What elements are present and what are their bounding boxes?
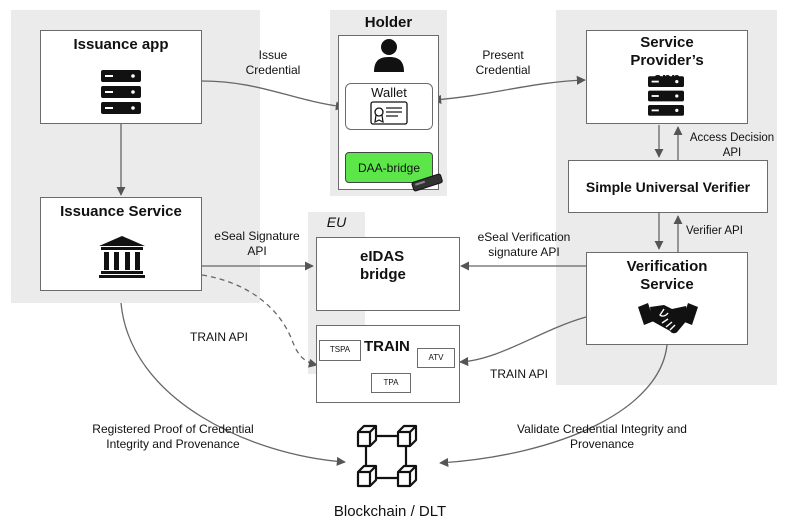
daa-bridge-label: DAA-bridge xyxy=(357,161,421,175)
verification-service-title: Verification Service xyxy=(626,258,708,293)
verification-service-box[interactable] xyxy=(586,252,748,345)
certificate-icon xyxy=(370,101,408,125)
eu-label: EU xyxy=(326,214,347,230)
atv-box[interactable] xyxy=(417,348,455,368)
tpa-box[interactable] xyxy=(371,373,411,393)
server-icon xyxy=(101,70,141,114)
atv-label: ATV xyxy=(428,353,444,362)
edge-validate-integrity xyxy=(439,344,668,467)
train-api-right-label: TRAIN API xyxy=(490,367,549,381)
edge-present-credential xyxy=(432,75,586,104)
tspa-label: TSPA xyxy=(329,345,351,354)
present-credential-label: Present Credential xyxy=(475,48,531,77)
registered-proof-label: Registered Proof of Credential Integrity… xyxy=(92,422,254,451)
eseal-verification-api-label: eSeal Verification signature API xyxy=(477,230,571,259)
usb-device-icon xyxy=(411,173,443,192)
issuance-app-title: Issuance app xyxy=(73,36,169,53)
blockchain-icon xyxy=(356,424,418,488)
edge-issue-credential xyxy=(200,80,345,111)
bank-icon xyxy=(99,236,145,278)
edge-registered-proof xyxy=(120,302,346,466)
train-api-left-label: TRAIN API xyxy=(190,330,249,344)
edge-train-api-left xyxy=(201,274,318,368)
access-decision-api-label: Access Decision API xyxy=(689,132,775,159)
handshake-icon xyxy=(638,303,698,334)
eidas-bridge-title: eIDAS bridge xyxy=(360,248,406,283)
holder-title: Holder xyxy=(364,14,413,31)
edge-train-api-right xyxy=(459,316,587,367)
eidas-bridge-box[interactable] xyxy=(316,237,460,311)
tspa-box[interactable] xyxy=(319,340,361,361)
verifier-api-label: Verifier API xyxy=(686,225,743,237)
eseal-signature-api-label: eSeal Signature API xyxy=(214,229,300,258)
daa-bridge-box[interactable] xyxy=(345,152,433,183)
tpa-label: TPA xyxy=(383,378,399,387)
issuance-service-title: Issuance Service xyxy=(60,203,182,220)
suv-box[interactable] xyxy=(568,160,768,213)
issue-credential-label: Issue Credential xyxy=(245,48,301,77)
blockchain-label: Blockchain / DLT xyxy=(333,503,447,520)
person-icon xyxy=(374,39,404,72)
train-title: TRAIN xyxy=(364,338,410,355)
wallet-label: Wallet xyxy=(371,85,407,100)
server-icon xyxy=(648,76,684,116)
suv-title: Simple Universal Verifier xyxy=(585,179,751,195)
validate-integrity-label: Validate Credential Integrity and Proven… xyxy=(517,422,687,451)
